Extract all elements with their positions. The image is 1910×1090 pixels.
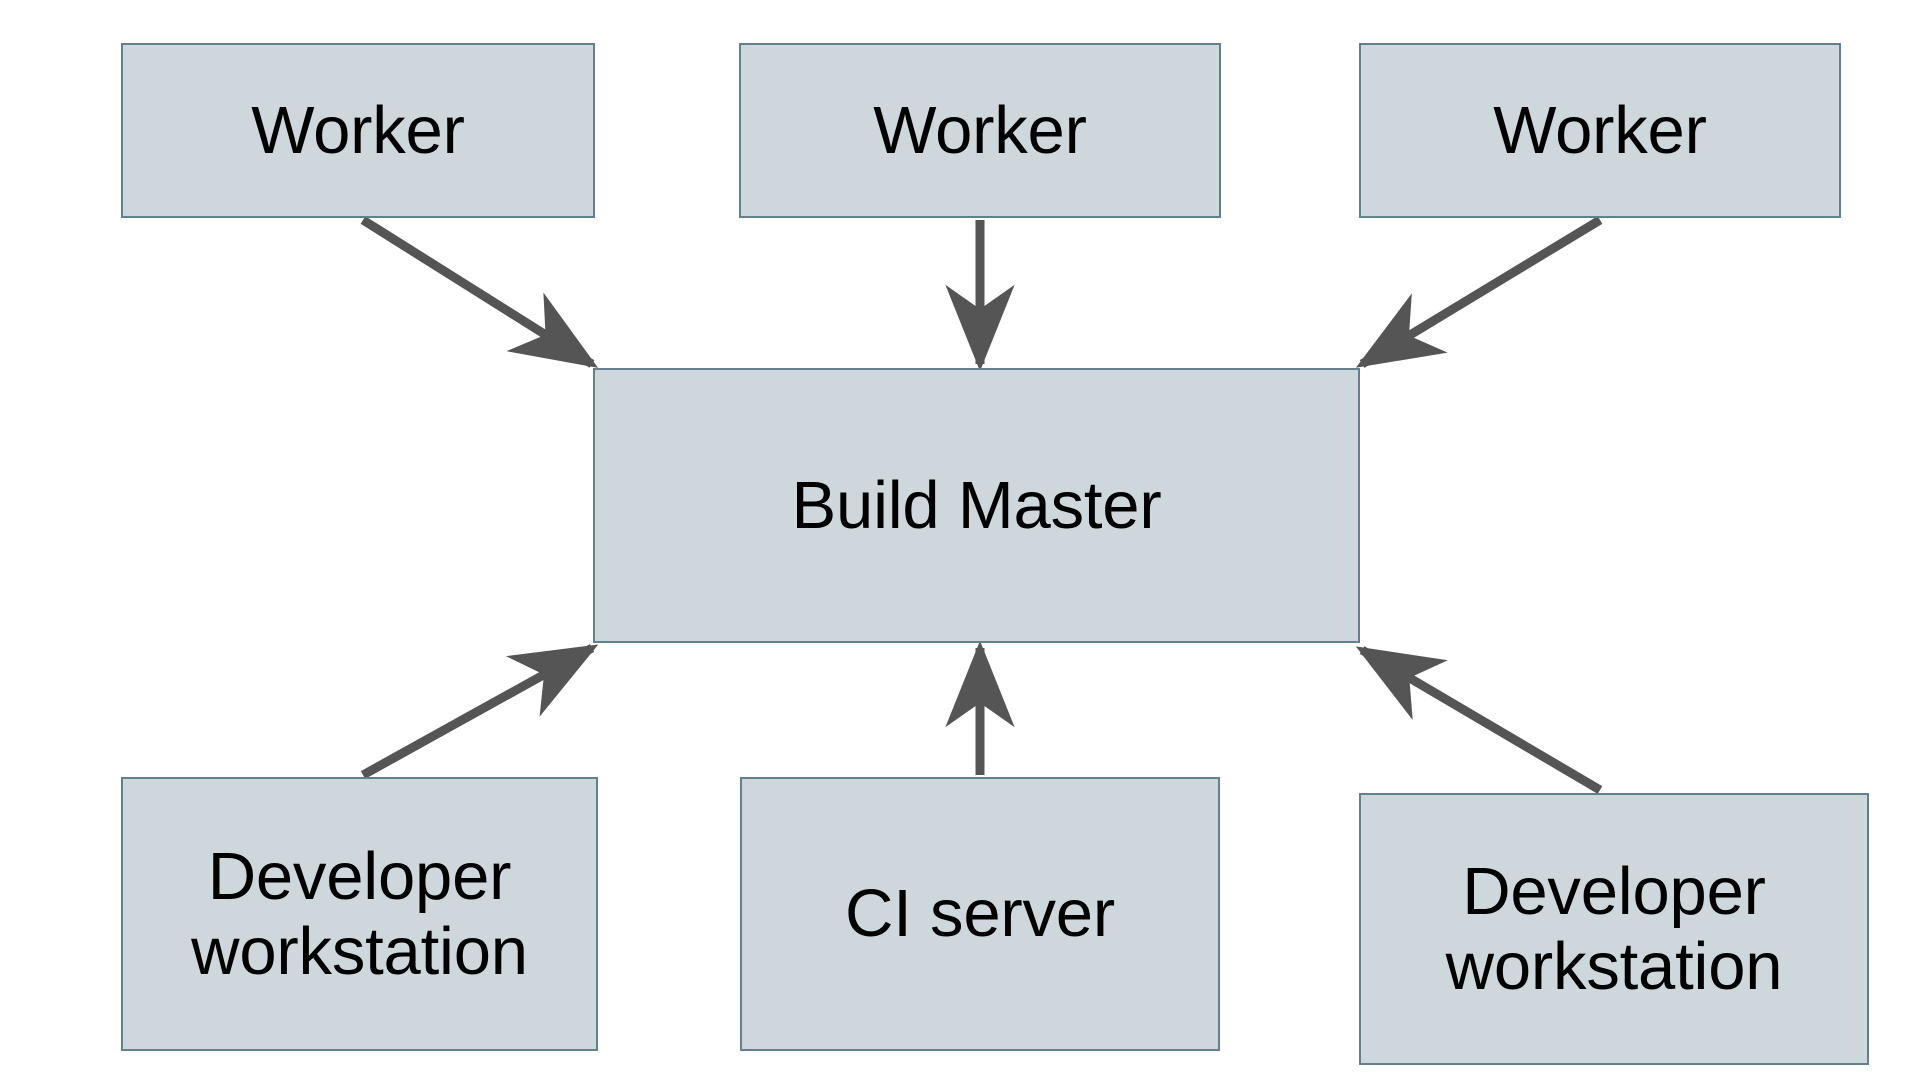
node-worker-1[interactable]: Worker	[121, 43, 595, 218]
node-worker-2[interactable]: Worker	[739, 43, 1221, 218]
node-worker-3-label: Worker	[1493, 92, 1707, 168]
node-worker-1-label: Worker	[251, 92, 465, 168]
node-developer-workstation-right-label: Developer workstation	[1445, 853, 1783, 1004]
edge-worker1-to-master	[360, 216, 599, 368]
edge-devleft-to-master	[360, 644, 599, 779]
node-developer-workstation-left-label: Developer workstation	[191, 838, 528, 989]
node-worker-3[interactable]: Worker	[1359, 43, 1841, 218]
edge-worker3-to-master	[1355, 216, 1603, 368]
node-ci-server[interactable]: CI server	[740, 777, 1220, 1051]
node-developer-workstation-left[interactable]: Developer workstation	[121, 777, 598, 1051]
node-build-master-label: Build Master	[791, 467, 1162, 543]
edge-devright-to-master	[1355, 646, 1603, 794]
node-developer-workstation-right[interactable]: Developer workstation	[1359, 793, 1869, 1065]
node-ci-server-label: CI server	[845, 876, 1115, 952]
node-worker-2-label: Worker	[873, 92, 1087, 168]
node-build-master[interactable]: Build Master	[593, 368, 1360, 643]
